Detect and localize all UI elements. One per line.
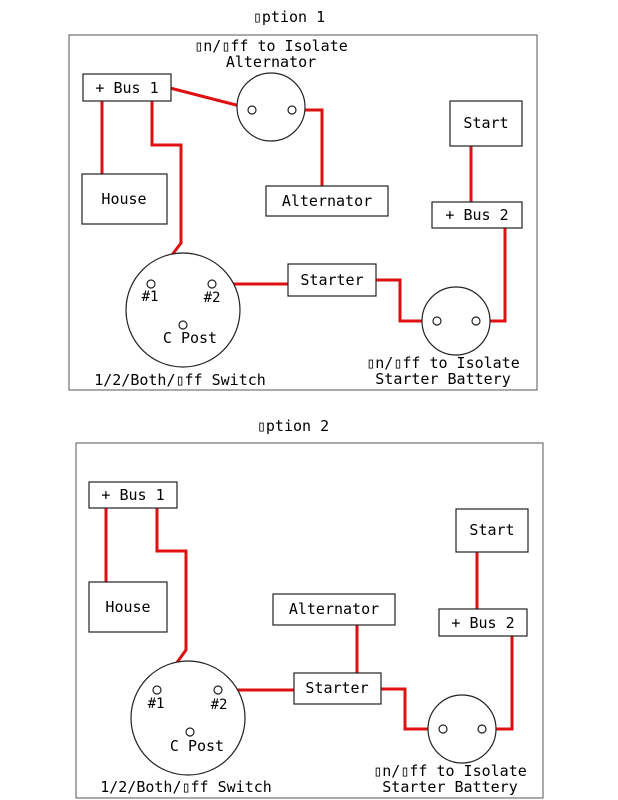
house-label-2: House [105,598,150,616]
bus2-label: + Bus 2 [445,206,508,224]
switch-terminal-1-label: #1 [142,289,159,305]
isolate-starter-terminal-a-2 [438,724,448,734]
bus1-label: + Bus 1 [95,79,158,97]
isolate-alternator-terminal-a [247,105,257,115]
house-box [81,173,168,225]
bus2-box-2 [438,608,528,637]
starter-label: Starter [300,271,363,289]
starter-label-2: Starter [305,679,368,697]
bus1-label-2: + Bus 1 [101,486,164,504]
switch-terminal-2 [207,279,217,289]
option-1-title: ▯ption 1 [253,8,325,26]
switch-terminal-2-2 [213,685,223,695]
start-label-2: Start [469,521,514,539]
option-2-frame [75,442,544,799]
switch-terminal-1-label-2: #1 [148,696,165,712]
switch-terminal-2-label: #2 [204,290,221,306]
house-box-2 [88,581,168,633]
wire-bus1-to-isolator [168,86,242,108]
isolate-starter-switch [421,286,491,356]
switch-c-post-label: C Post [163,329,217,347]
battery-selector-switch-2 [130,660,246,776]
isolate-starter-terminal-a [432,316,442,326]
battery-selector-switch [125,252,241,368]
isolate-alternator-switch [236,72,306,142]
isolate-alternator-label-2: Alternator [226,53,316,71]
option-1-diagram: ▯ption 1 + Bus 1 House ▯n/▯ff to Isolate… [68,8,538,391]
switch-c-post-label-2: C Post [170,737,224,755]
wire-starter-to-isolator-2 [379,687,445,731]
isolate-starter-label-1: ▯n/▯ff to Isolate [366,354,520,372]
isolate-starter-label-1-2: ▯n/▯ff to Isolate [373,762,527,780]
alternator-box [265,185,389,217]
bus1-box [82,73,172,102]
switch-c-post-terminal-2 [185,727,195,737]
switch-terminal-1-2 [152,685,162,695]
start-label: Start [463,114,508,132]
alternator-label: Alternator [282,192,372,210]
bus1-box-2 [88,481,178,509]
isolate-alternator-terminal-b [287,105,297,115]
battery-selector-switch-label-2: 1/2/Both/▯ff Switch [100,778,272,796]
wire-starter-to-isolator [374,278,439,323]
alternator-label-2: Alternator [289,600,379,618]
isolate-starter-switch-2 [427,694,497,764]
alternator-box-2 [272,593,396,626]
isolate-starter-label-2: Starter Battery [375,370,510,388]
bus2-label-2: + Bus 2 [451,614,514,632]
switch-terminal-2-label-2: #2 [211,697,228,713]
isolate-starter-terminal-b-2 [477,724,487,734]
option-2-diagram: ▯ption 2 + Bus 1 House Alternator Start … [75,417,544,799]
option-2-title: ▯ption 2 [257,417,329,435]
house-label: House [101,190,146,208]
isolate-starter-label-2-2: Starter Battery [382,778,517,796]
start-box-2 [455,508,529,553]
starter-box [287,263,377,297]
isolate-starter-terminal-b [471,316,481,326]
option-1-frame [68,34,538,391]
switch-terminal-1 [146,279,156,289]
battery-selector-switch-label: 1/2/Both/▯ff Switch [94,371,266,389]
bus2-box [431,201,523,229]
start-box [449,100,523,147]
starter-box-2 [293,672,382,705]
isolate-alternator-label-1: ▯n/▯ff to Isolate [194,37,348,55]
switch-c-post-terminal [178,320,188,330]
